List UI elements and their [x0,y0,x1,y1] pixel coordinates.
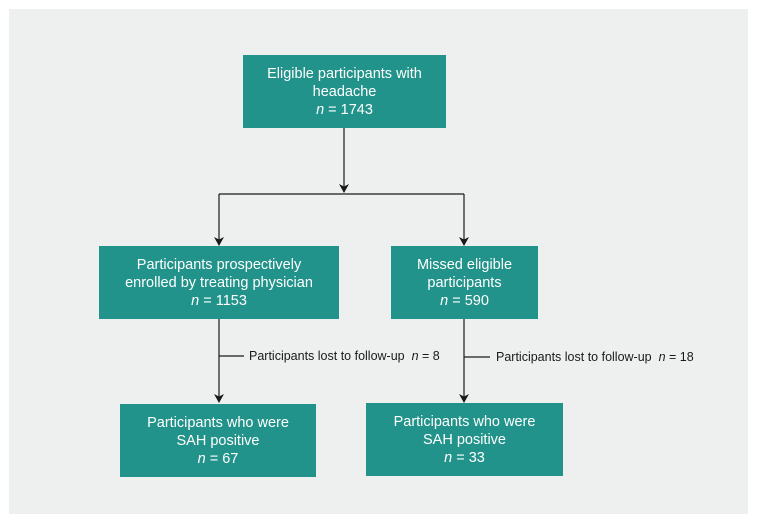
enrolled-participants-box: Participants prospectively enrolled by t… [99,246,339,319]
sah-positive-missed-box: Participants who were SAH positive n = 3… [366,403,563,476]
missed-line-2: participants [427,274,502,291]
eligible-count: n = 1743 [316,101,373,118]
lost-to-follow-up-note-enrolled: Participants lost to follow-up n = 8 [249,349,440,363]
lost-to-follow-up-note-missed: Participants lost to follow-up n = 18 [496,350,694,364]
missed-count: n = 590 [440,292,489,309]
missed-line-1: Missed eligible [416,256,513,273]
sah-enrolled-count: n = 67 [197,450,239,467]
sah-enrolled-line-1: Participants who were [147,414,289,431]
sah-missed-count: n = 33 [444,449,485,466]
eligible-participants-box: Eligible participants with headache n = … [243,55,446,128]
enrolled-count: n = 1153 [191,292,247,309]
enrolled-line-2: enrolled by treating physician [125,274,313,291]
sah-missed-line-1: Participants who were [393,413,536,430]
missed-participants-box: Missed eligible participants n = 590 [391,246,538,319]
eligible-line-2: headache [312,83,377,100]
eligible-line-1: Eligible participants with [267,65,422,82]
sah-missed-line-2: SAH positive [422,431,506,448]
sah-positive-enrolled-box: Participants who were SAH positive n = 6… [120,404,316,477]
enrolled-line-1: Participants prospectively [136,256,302,273]
sah-enrolled-line-2: SAH positive [176,432,260,449]
